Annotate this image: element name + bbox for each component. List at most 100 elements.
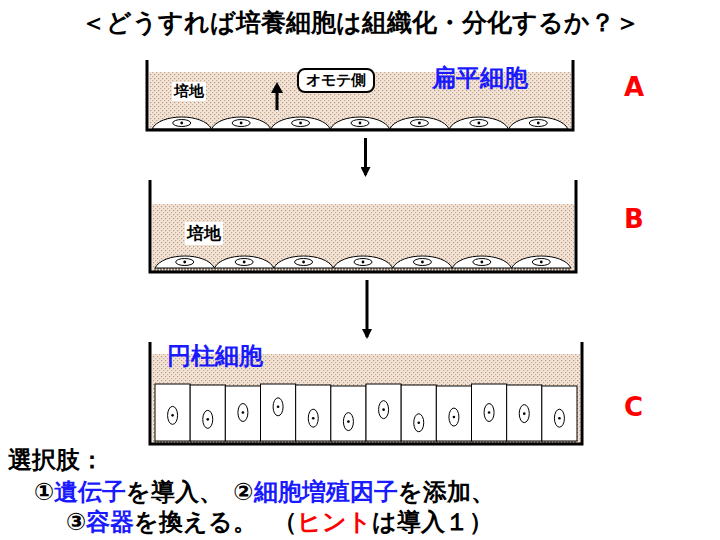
cell-nucleus: [173, 120, 191, 127]
nucleolus: [277, 406, 280, 409]
cell-nucleus: [354, 259, 372, 266]
nucleolus: [242, 411, 245, 414]
flat-cell: [449, 117, 508, 129]
options-heading: 選択肢：: [8, 444, 104, 476]
cell-nucleus: [308, 409, 318, 427]
columnar-cell: [225, 386, 260, 441]
nucleolus: [558, 417, 561, 420]
columnar-cell: [472, 384, 507, 441]
flat-cell: [152, 117, 211, 129]
flat-cell: [211, 117, 270, 129]
option-text: は導入１）: [372, 508, 493, 536]
option-text: 遺伝子: [54, 478, 126, 506]
option-text: ①: [34, 478, 54, 506]
nucleolus: [480, 261, 483, 264]
nucleolus: [359, 122, 362, 125]
columnar-cell: [436, 386, 471, 441]
nucleolus: [488, 411, 491, 414]
columnar-cell: [190, 385, 225, 441]
columnar-cell: [296, 385, 331, 441]
nucleolus: [523, 412, 526, 415]
flat-cell: [274, 256, 333, 268]
cell-nucleus: [519, 405, 529, 423]
nucleolus: [183, 261, 186, 264]
cell-nucleus: [292, 120, 310, 127]
nucleolus: [382, 408, 385, 411]
nucleolus: [171, 414, 174, 417]
columnar-cell: [401, 385, 436, 441]
flow-arrow: [364, 138, 367, 175]
nucleolus: [180, 122, 183, 125]
option-text: を換える。: [134, 508, 257, 536]
cell-nucleus: [484, 404, 494, 422]
cell-nucleus: [379, 401, 389, 419]
option-text: 細胞増殖因子: [254, 478, 398, 506]
option-text: ③: [66, 508, 86, 536]
option-text: を導入、: [126, 478, 223, 506]
option-text: （: [273, 508, 297, 536]
columnar-cell: [331, 386, 366, 441]
flat-cell: [271, 117, 330, 129]
option-line: ③容器を換える。 （ヒントは導入１）: [66, 506, 493, 538]
nucleolus: [299, 122, 302, 125]
panel-letter: B: [624, 204, 644, 234]
option-line: ①遺伝子を導入、 ②細胞増殖因子を添加、: [34, 476, 495, 508]
cell-nucleus: [532, 259, 550, 266]
cell-nucleus: [176, 259, 194, 266]
nucleolus: [537, 122, 540, 125]
culture-dish: 培地: [145, 178, 581, 276]
up-arrow: [276, 92, 279, 110]
cell-nucleus: [410, 120, 428, 127]
cell-nucleus: [413, 259, 431, 266]
option-text: を添加、: [398, 478, 495, 506]
option-text: 容器: [86, 508, 134, 536]
cell-nucleus: [529, 120, 547, 127]
columnar-cell: [542, 386, 577, 441]
cell-nucleus: [295, 259, 313, 266]
nucleolus: [418, 122, 421, 125]
dish-wall: [150, 180, 576, 272]
cell-nucleus: [232, 120, 250, 127]
columnar-cell: [366, 384, 401, 441]
dish-wall: [147, 60, 573, 130]
nucleolus: [240, 122, 243, 125]
nucleolus: [421, 261, 424, 264]
cell-nucleus: [470, 120, 488, 127]
nucleolus: [302, 261, 305, 264]
flat-cell: [452, 256, 511, 268]
cell-nucleus: [235, 259, 253, 266]
flat-cell: [512, 256, 571, 268]
cell-nucleus: [414, 414, 424, 432]
nucleolus: [417, 421, 420, 424]
columnar-cell: [261, 384, 296, 441]
flat-cell: [330, 117, 389, 129]
nucleolus: [540, 261, 543, 264]
cell-nucleus: [203, 410, 213, 428]
option-text: ヒント: [297, 508, 372, 536]
columnar-cell: [507, 385, 542, 441]
culture-dish: 円柱細胞: [145, 340, 587, 448]
side-label: オモテ側: [306, 71, 366, 90]
flat-cell: [333, 256, 392, 268]
option-text: ②: [233, 478, 253, 506]
cell-nucleus: [168, 406, 178, 424]
nucleolus: [347, 420, 350, 423]
nucleolus: [453, 416, 456, 419]
flow-arrow: [366, 280, 369, 337]
cell-nucleus: [449, 408, 459, 426]
cell-nucleus: [238, 404, 248, 422]
cell-nucleus: [554, 409, 564, 427]
panel-letter: A: [624, 72, 644, 102]
up-arrow-head: [271, 82, 283, 93]
cell-type-label: 円柱細胞: [167, 340, 263, 372]
side-label-box: オモテ側: [297, 68, 375, 93]
nucleolus: [206, 418, 209, 421]
panel-letter: C: [624, 392, 643, 422]
nucleolus: [362, 261, 365, 264]
cell-nucleus: [351, 120, 369, 127]
flat-cell: [155, 256, 214, 268]
flat-cell: [509, 117, 568, 129]
cell-nucleus: [273, 398, 283, 416]
medium-label: 培地: [185, 222, 223, 245]
flat-cell: [390, 117, 449, 129]
